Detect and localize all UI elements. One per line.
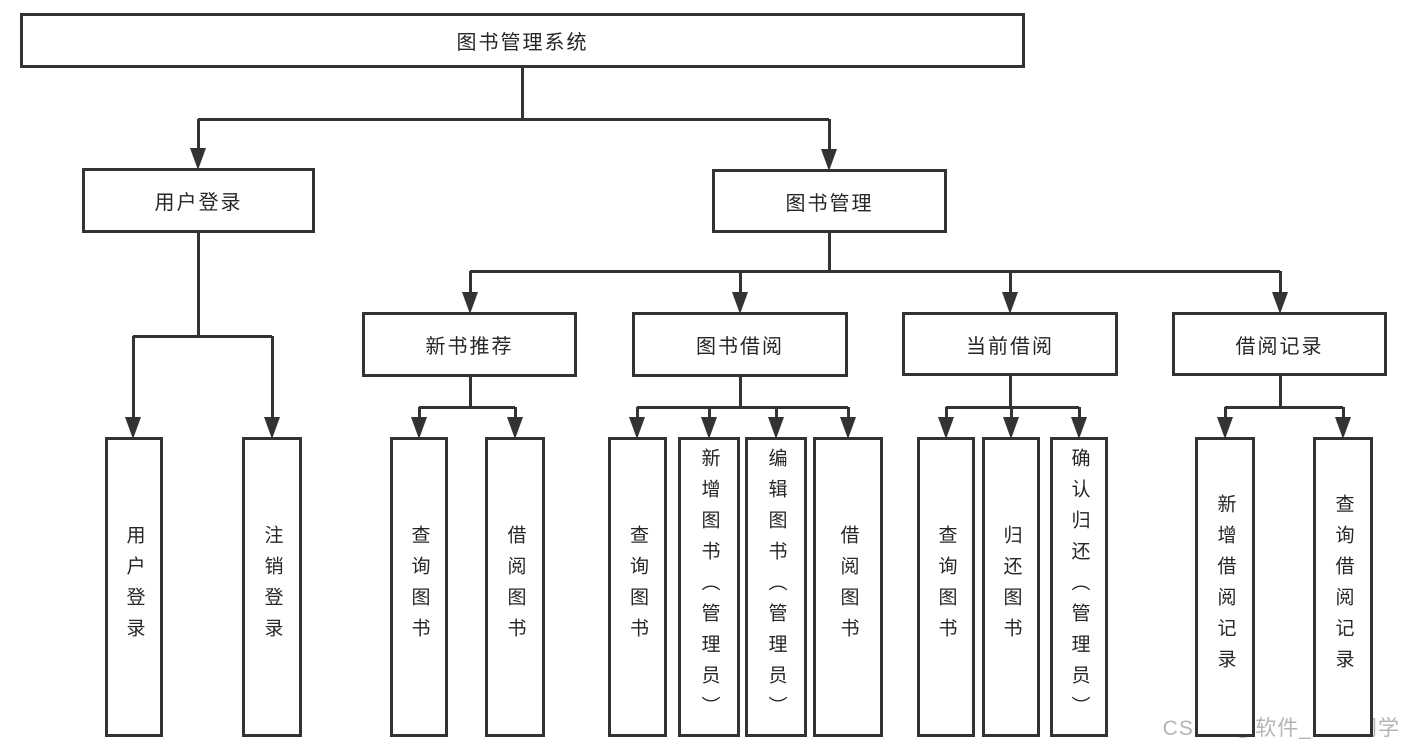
- arrow-down-icon: [507, 417, 523, 439]
- connector-stem-line: [827, 233, 831, 271]
- node-login: 用户登录: [105, 437, 163, 737]
- node-label-current-borrow: 当前借阅: [966, 335, 1054, 358]
- arrow-down-icon: [821, 149, 837, 171]
- node-query-book-1: 查询图书: [390, 437, 448, 737]
- arrow-down-icon: [1217, 417, 1233, 439]
- node-borrow-book-2: 借阅图书: [813, 437, 883, 737]
- node-borrow-records: 借阅记录: [1172, 312, 1387, 376]
- node-current-borrow: 当前借阅: [902, 312, 1118, 376]
- node-label-root: 图书管理系统: [456, 32, 589, 54]
- connector-stem-line: [1278, 376, 1282, 407]
- arrow-down-icon: [701, 417, 717, 439]
- connector-arrow-line: [1008, 271, 1012, 292]
- node-new-book-rec: 新书推荐: [362, 312, 577, 377]
- connector-arrow-line: [774, 407, 778, 417]
- connector-arrow-line: [270, 336, 274, 417]
- arrow-down-icon: [1002, 292, 1018, 314]
- connector-arrow-line: [846, 407, 850, 417]
- node-label-borrow-book-1: 借阅图书: [504, 525, 526, 649]
- connector-branch-line: [198, 117, 829, 121]
- connector-branch-line: [946, 405, 1079, 409]
- node-borrow-book-1: 借阅图书: [485, 437, 545, 737]
- arrow-down-icon: [629, 417, 645, 439]
- connector-arrow-line: [635, 407, 639, 417]
- connector-stem-line: [520, 68, 524, 119]
- connector-arrow-line: [196, 119, 200, 148]
- node-confirm-return-admin: 确认归还（管理员）: [1050, 437, 1108, 737]
- arrow-down-icon: [768, 417, 784, 439]
- node-label-query-book-3: 查询图书: [935, 525, 957, 649]
- node-user-login: 用户登录: [82, 168, 315, 233]
- node-edit-book-admin: 编辑图书（管理员）: [745, 437, 807, 737]
- connector-branch-line: [1225, 405, 1343, 409]
- connector-arrow-line: [468, 271, 472, 292]
- node-book-mgmt: 图书管理: [712, 169, 947, 233]
- connector-arrow-line: [944, 407, 948, 417]
- connector-arrow-line: [1077, 407, 1081, 417]
- connector-branch-line: [419, 405, 515, 409]
- arrow-down-icon: [1335, 417, 1351, 439]
- node-label-query-borrow-record: 查询借阅记录: [1332, 494, 1354, 680]
- arrow-down-icon: [190, 148, 206, 170]
- node-add-book-admin: 新增图书（管理员）: [678, 437, 740, 737]
- connector-arrow-line: [738, 271, 742, 292]
- node-root: 图书管理系统: [20, 13, 1025, 68]
- node-logout: 注销登录: [242, 437, 302, 737]
- node-label-confirm-return-admin: 确认归还（管理员）: [1068, 447, 1090, 727]
- node-query-book-3: 查询图书: [917, 437, 975, 737]
- connector-stem-line: [738, 377, 742, 407]
- node-label-login: 用户登录: [123, 525, 145, 649]
- connector-arrow-line: [1223, 407, 1227, 417]
- node-book-borrow: 图书借阅: [632, 312, 848, 377]
- arrow-down-icon: [462, 292, 478, 314]
- node-label-user-login: 用户登录: [154, 192, 243, 214]
- node-query-borrow-record: 查询借阅记录: [1313, 437, 1373, 737]
- arrow-down-icon: [840, 417, 856, 439]
- node-query-book-2: 查询图书: [608, 437, 667, 737]
- node-label-logout: 注销登录: [261, 525, 283, 649]
- node-label-new-book-rec: 新书推荐: [425, 336, 514, 358]
- connector-stem-line: [1008, 376, 1012, 407]
- connector-arrow-line: [417, 407, 421, 417]
- connector-stem-line: [468, 377, 472, 407]
- connector-branch-line: [637, 405, 848, 409]
- node-return-book: 归还图书: [982, 437, 1040, 737]
- arrow-down-icon: [411, 417, 427, 439]
- connector-arrow-line: [707, 407, 711, 417]
- node-label-edit-book-admin: 编辑图书（管理员）: [765, 447, 787, 727]
- node-add-borrow-record: 新增借阅记录: [1195, 437, 1255, 737]
- arrow-down-icon: [938, 417, 954, 439]
- arrow-down-icon: [1272, 292, 1288, 314]
- connector-arrow-line: [1341, 407, 1345, 417]
- connector-arrow-line: [1278, 271, 1282, 292]
- connector-arrow-line: [827, 119, 831, 149]
- arrow-down-icon: [1071, 417, 1087, 439]
- node-label-book-mgmt: 图书管理: [785, 192, 874, 215]
- connector-arrow-line: [131, 336, 135, 417]
- node-label-borrow-records: 借阅记录: [1235, 335, 1324, 358]
- arrow-down-icon: [732, 292, 748, 314]
- arrow-down-icon: [264, 417, 280, 439]
- node-label-query-book-1: 查询图书: [408, 525, 430, 649]
- node-label-book-borrow: 图书借阅: [696, 336, 784, 358]
- node-label-borrow-book-2: 借阅图书: [837, 525, 859, 649]
- node-label-add-borrow-record: 新增借阅记录: [1214, 494, 1236, 680]
- connector-branch-line: [470, 269, 1280, 273]
- connector-branch-line: [133, 334, 272, 338]
- arrow-down-icon: [125, 417, 141, 439]
- arrow-down-icon: [1003, 417, 1019, 439]
- node-label-return-book: 归还图书: [1000, 525, 1022, 649]
- connector-stem-line: [196, 233, 200, 336]
- node-label-query-book-2: 查询图书: [627, 525, 648, 649]
- node-label-add-book-admin: 新增图书（管理员）: [698, 447, 720, 727]
- connector-arrow-line: [513, 407, 517, 417]
- connector-arrow-line: [1009, 407, 1013, 417]
